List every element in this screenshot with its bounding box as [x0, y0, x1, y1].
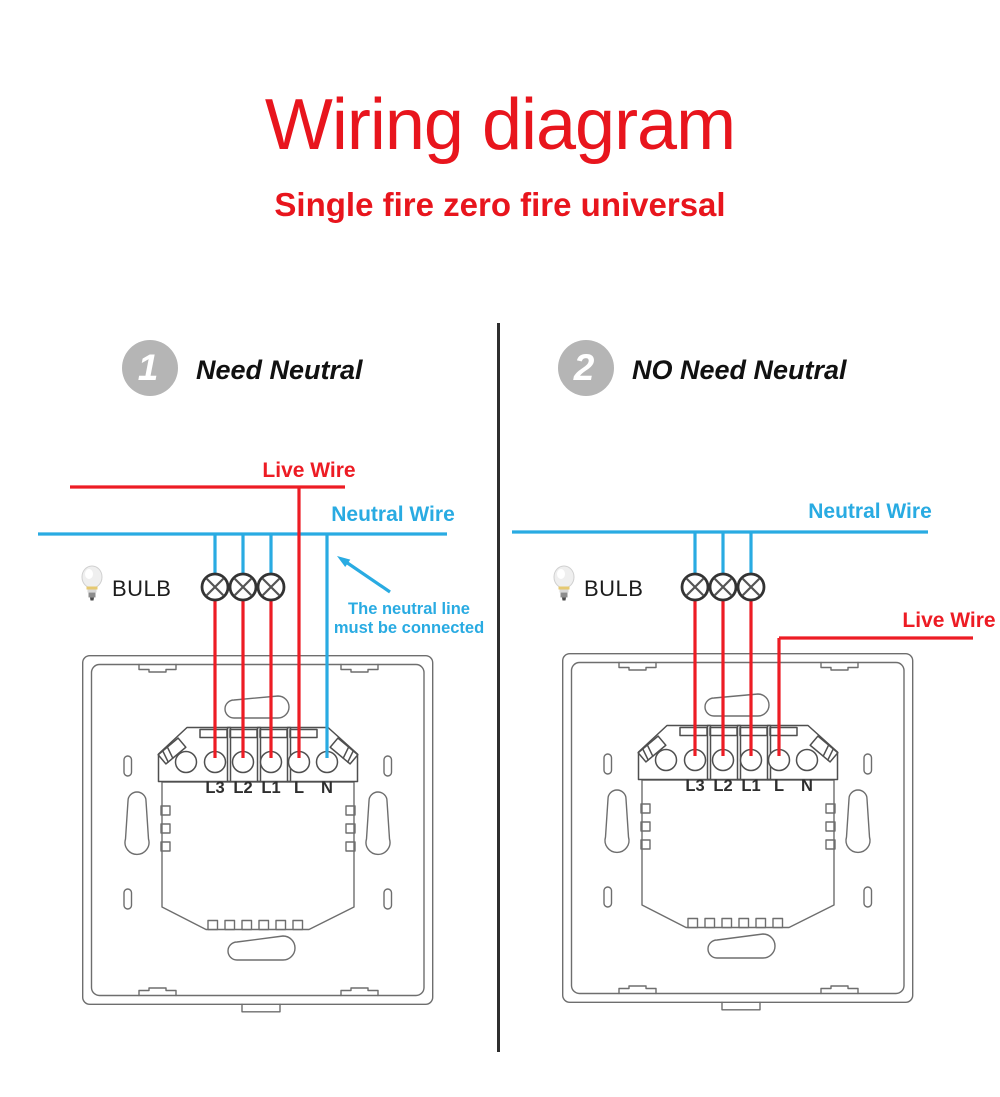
- section-2-badge: 2: [558, 340, 614, 396]
- neutral-wire-label-right: Neutral Wire: [808, 500, 932, 523]
- bulb-icon: [81, 565, 103, 601]
- lamp-icon: [256, 572, 286, 602]
- lamp-icon: [200, 572, 230, 602]
- live-wire-label-left: Live Wire: [262, 459, 355, 482]
- terminal-label: L1: [741, 777, 760, 795]
- live-wire-lines-right: [693, 599, 973, 756]
- terminal-label: L2: [713, 777, 732, 795]
- neutral-note-arrow: [337, 556, 391, 594]
- bulb-label-right: BULB: [584, 576, 643, 601]
- page-subtitle: Single fire zero fire universal: [274, 186, 726, 223]
- lamp-icon: [228, 572, 258, 602]
- switch-panel-left: [81, 654, 434, 1013]
- section-1-badge: 1: [122, 340, 178, 396]
- lamp-icon: [708, 572, 738, 602]
- terminal-label: L3: [205, 779, 224, 797]
- terminal-label: N: [321, 779, 333, 797]
- page-title: Wiring diagram: [264, 85, 736, 165]
- terminal-labels-left: L3 L2 L1 L N: [205, 779, 333, 797]
- bulb-icon: [553, 565, 575, 601]
- neutral-wire-lines-right: [512, 530, 928, 575]
- terminal-label: N: [801, 777, 813, 795]
- live-wire-lines-left: [70, 485, 345, 758]
- section-2-number: 2: [573, 347, 595, 388]
- terminal-label: L: [294, 779, 304, 797]
- section-2-heading: NO Need Neutral: [632, 355, 847, 385]
- bulb-label-left: BULB: [112, 576, 171, 601]
- lamp-icon: [680, 572, 710, 602]
- terminal-label: L: [774, 777, 784, 795]
- section-1-heading: Need Neutral: [196, 355, 363, 385]
- section-divider: [497, 323, 500, 1052]
- terminal-label: L3: [685, 777, 704, 795]
- terminal-labels-right: L3 L2 L1 L N: [685, 777, 813, 795]
- need-neutral-diagram: BULB Live Wire Neutral Wire The neutral …: [38, 459, 484, 1013]
- live-wire-label-right: Live Wire: [902, 609, 995, 632]
- neutral-note-line2: must be connected: [334, 619, 484, 637]
- lamp-icon: [736, 572, 766, 602]
- terminal-label: L2: [233, 779, 252, 797]
- neutral-wire-lines-left: [38, 532, 447, 758]
- terminal-label: L1: [261, 779, 280, 797]
- neutral-wire-label-left: Neutral Wire: [331, 503, 455, 526]
- no-need-neutral-diagram: BULB Neutral Wire Live Wire L3 L2 L1 L N: [512, 500, 996, 1011]
- neutral-note-line1: The neutral line: [348, 600, 470, 618]
- switch-panel-right: [561, 652, 914, 1011]
- section-1-number: 1: [137, 347, 159, 388]
